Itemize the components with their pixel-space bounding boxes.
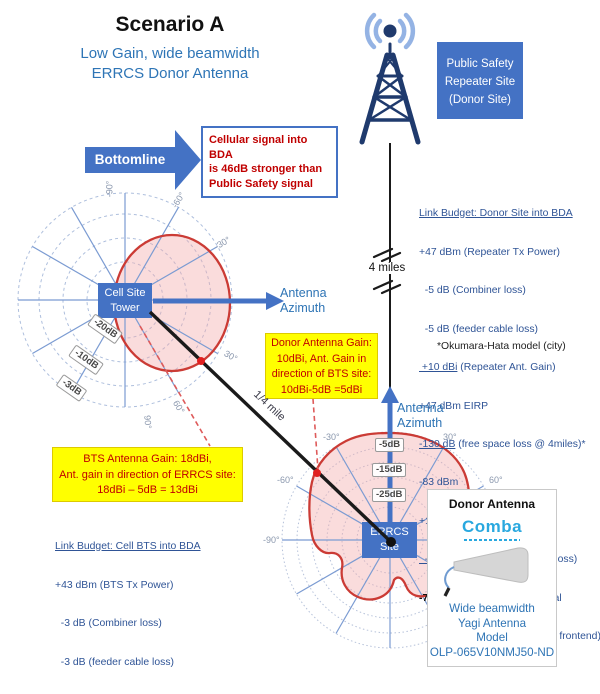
donor-site-line: Repeater Site [444, 76, 516, 88]
bottomline-label: Bottomline [94, 152, 166, 167]
antenna-connector [443, 587, 451, 597]
radio-tower-icon [359, 12, 421, 145]
chart2-ring-label: -25dB [372, 488, 407, 502]
slide-subtitle: Low Gain, wide beamwidth ERRCS Donor Ant… [30, 44, 310, 84]
cell-site-line: Cell Site [104, 287, 146, 299]
chart2-angle-marker-dashed [312, 398, 319, 471]
link-budget-bts: Link Budget: Cell BTS into BDA +43 dBm (… [55, 515, 304, 694]
errcs-site-box: ERRCS Site [362, 522, 417, 558]
cell-site-tower-box: Cell Site Tower [98, 283, 152, 318]
chart2-angle-label: 30° [443, 432, 457, 442]
bts-gain-note: BTS Antenna Gain: 18dBi,Ant. gain in dir… [52, 447, 243, 502]
yagi-antenna-image [443, 547, 529, 597]
chart1-azimuth-arrow [153, 292, 284, 310]
errcs-site-line: Site [380, 541, 399, 553]
chart2-angle-label: 60° [489, 475, 503, 485]
antenna-cable [444, 566, 455, 589]
distance-label: 4 miles [362, 262, 412, 274]
bottomline-note: Cellular signal into BDA is 46dB stronge… [201, 126, 338, 198]
chart1-angle-label: 90° [142, 414, 154, 430]
donor-antenna-desc: Wide beamwidth Yagi Antenna Model OLP-06… [429, 602, 555, 659]
donor-site-line: (Donor Site) [449, 94, 511, 106]
note-line: Public Safety signal [209, 177, 313, 190]
chart2-angle-label: -30° [323, 432, 340, 442]
chart2-angle-label: -60° [277, 475, 294, 485]
donor-antenna-card: Donor Antenna Comba Wide beamwidth Yagi … [427, 489, 557, 667]
note-line: Cellular signal into BDA [209, 134, 308, 161]
chart1-angle-label: -90° [104, 180, 115, 198]
model-footnote: *Okumara-Hata model (city) [437, 341, 566, 352]
budget-title: Link Budget: Cell BTS into BDA [55, 540, 201, 552]
comba-logo: Comba [461, 517, 523, 536]
bottomline-arrow [85, 130, 201, 190]
chart2-ring-label: -15dB [372, 463, 407, 477]
cell-site-line: Tower [110, 301, 140, 314]
comba-tagline-mark [464, 539, 520, 541]
budget-title: Link Budget: Donor Site into BDA [419, 207, 573, 219]
donor-site-box: Public Safety Repeater Site (Donor Site) [437, 42, 523, 119]
subtitle-line-2: ERRCS Donor Antenna [91, 65, 249, 82]
donor-site-line: Public Safety [446, 58, 514, 70]
chart2-ring-label: -5dB [375, 438, 405, 452]
slide-title: Scenario A [115, 13, 225, 36]
note-line: is 46dB stronger than [209, 163, 323, 175]
cell-site-polar-chart [17, 192, 284, 447]
subtitle-line-1: Low Gain, wide beamwidth [80, 45, 260, 62]
errcs-site-line: ERRCS [370, 526, 409, 538]
donor-gain-note: Donor Antenna Gain:10dBi, Ant. Gain in d… [265, 333, 378, 399]
donor-antenna-card-title: Donor Antenna [448, 497, 536, 511]
